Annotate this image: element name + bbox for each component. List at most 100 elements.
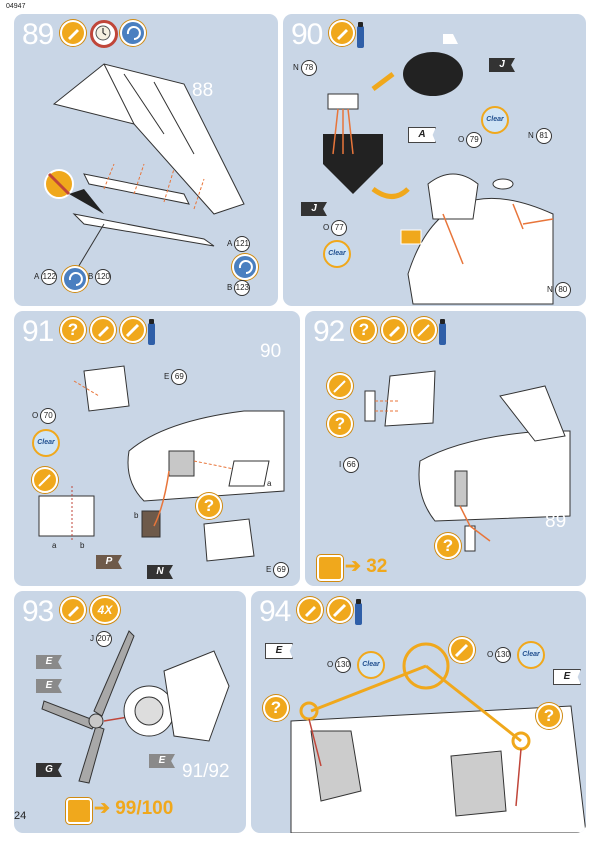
repeat-badge: 4X bbox=[90, 596, 120, 624]
part-number: 77 bbox=[331, 220, 348, 236]
cockpit-assembly-drawing bbox=[323, 34, 554, 305]
part-prefix: E bbox=[164, 372, 170, 381]
part-number: 207 bbox=[96, 631, 112, 647]
glue-icon bbox=[381, 317, 407, 343]
part-number: 69 bbox=[273, 562, 290, 578]
glue-icon bbox=[90, 317, 116, 343]
part-number: 123 bbox=[234, 280, 251, 296]
cut-label: a bbox=[267, 479, 272, 488]
rotate-icon bbox=[232, 254, 258, 280]
part-number: 80 bbox=[554, 282, 571, 298]
decal-flag-p: P bbox=[96, 555, 122, 569]
part-prefix: B bbox=[227, 283, 233, 292]
part-number: 78 bbox=[300, 60, 317, 76]
paint-bottle-icon bbox=[355, 599, 362, 625]
cut-label: b bbox=[134, 511, 139, 520]
step-reference: 88 bbox=[192, 80, 214, 101]
part-prefix: O bbox=[458, 135, 465, 144]
part-number: 69 bbox=[171, 369, 188, 385]
decal-flag-j: J bbox=[301, 202, 327, 216]
part-number: 130 bbox=[335, 657, 352, 673]
part-prefix: E bbox=[266, 565, 272, 574]
question-icon: ? bbox=[263, 695, 289, 721]
clear-paint-badge: Clear bbox=[32, 429, 60, 457]
wing-assembly-drawing bbox=[44, 63, 245, 275]
part-prefix: B bbox=[88, 272, 94, 281]
rotate-icon bbox=[62, 266, 88, 292]
step-number: 93 bbox=[22, 595, 54, 628]
question-icon: ? bbox=[351, 317, 377, 343]
knife-icon bbox=[32, 467, 58, 493]
part-prefix: N bbox=[547, 285, 553, 294]
cut-label: b bbox=[80, 541, 85, 550]
glue-icon bbox=[60, 20, 86, 46]
part-number: 120 bbox=[95, 269, 112, 285]
brush-icon bbox=[120, 317, 146, 343]
rotate-icon bbox=[120, 20, 146, 46]
decal-flag-e: E bbox=[36, 679, 62, 693]
glue-icon bbox=[60, 597, 86, 623]
question-icon: ? bbox=[196, 493, 222, 519]
go-to-step-icon bbox=[66, 798, 92, 824]
part-prefix: I bbox=[339, 460, 342, 469]
question-icon: ? bbox=[327, 411, 353, 437]
part-prefix: O bbox=[487, 650, 494, 659]
part-number: 79 bbox=[466, 132, 483, 148]
step-number: 92 bbox=[313, 315, 345, 348]
part-number: 81 bbox=[535, 128, 552, 144]
step-number: 90 bbox=[291, 18, 323, 51]
brush-icon bbox=[327, 597, 353, 623]
part-prefix: A bbox=[34, 272, 40, 281]
paint-bottle-icon bbox=[357, 22, 364, 48]
step-reference: 91/92 bbox=[182, 761, 230, 782]
paint-icon bbox=[329, 20, 355, 46]
part-prefix: O bbox=[327, 660, 334, 669]
step-reference: 90 bbox=[260, 341, 282, 362]
go-to-step-number: ➔ 99/100 bbox=[94, 798, 174, 819]
knife-icon bbox=[327, 373, 353, 399]
decal-flag-e: E bbox=[149, 754, 175, 768]
go-to-step-number: ➔ 32 bbox=[345, 556, 388, 577]
decal-flag-e: E bbox=[265, 643, 293, 659]
part-number: 122 bbox=[41, 269, 58, 285]
decal-flag-a: A bbox=[408, 127, 436, 143]
step-number: 91 bbox=[22, 315, 54, 348]
part-prefix: A bbox=[227, 239, 233, 248]
knife-icon bbox=[411, 317, 437, 343]
step-number: 94 bbox=[259, 595, 291, 628]
clear-paint-badge: Clear bbox=[357, 651, 385, 679]
step-reference: 89 bbox=[545, 511, 567, 532]
brush-icon bbox=[449, 637, 475, 663]
question-icon: ? bbox=[60, 317, 86, 343]
propeller-engine-drawing bbox=[41, 630, 230, 784]
part-prefix: N bbox=[528, 131, 534, 140]
clock-icon bbox=[90, 20, 118, 48]
part-prefix: N bbox=[293, 63, 299, 72]
decal-flag-g: G bbox=[36, 763, 62, 777]
go-to-step-icon bbox=[317, 555, 343, 581]
decal-flag-n: N bbox=[147, 565, 173, 579]
step-number: 89 bbox=[22, 18, 54, 51]
glue-icon bbox=[297, 597, 323, 623]
page-number: 24 bbox=[14, 810, 27, 822]
